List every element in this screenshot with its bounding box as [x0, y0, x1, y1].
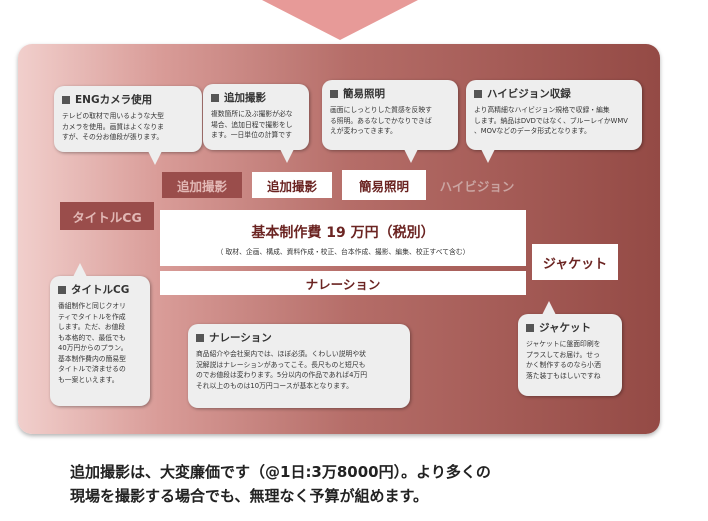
footer-line-1: 追加撮影は、大変廉価です（@1日:3万8000円）。より多くの: [70, 463, 491, 481]
tag-additional-shooting: 追加撮影: [252, 172, 332, 198]
bubble-title: ナレーション: [209, 332, 272, 344]
top-arrow: [262, 0, 418, 40]
narration-bar: ナレーション: [160, 271, 526, 295]
bubble-tail: [481, 149, 495, 163]
bubble-title-cg: タイトルCG 番組制作と同じクオリ ティでタイトルを作成 します。ただ、お値段 …: [50, 276, 150, 406]
tag-title-cg: タイトルCG: [60, 202, 154, 230]
bubble-title: タイトルCG: [71, 284, 130, 296]
bubble-title: ENGカメラ使用: [75, 94, 153, 106]
tag-hivision: ハイビジョン: [439, 178, 515, 194]
bubble-tail: [73, 263, 87, 277]
bubble-simple-lighting: 簡易照明 画面にしっとりした質感を反映す る照明。あるなしでかなりできば えが変…: [322, 80, 458, 150]
bubble-title: 簡易照明: [343, 88, 385, 100]
square-bullet-icon: [526, 323, 534, 332]
footer-line-2: 現場を撮影する場合でも、無理なく予算が組めます。: [70, 487, 429, 505]
options-panel: ENGカメラ使用 テレビの取材で用いるような大型 カメラを使用。画質はよくなりま…: [18, 44, 660, 434]
square-bullet-icon: [196, 333, 204, 342]
bubble-desc: 商品紹介や会社案内では、ほぼ必須。くわしい説明や状 況解説はナレーションがあって…: [196, 350, 368, 390]
square-bullet-icon: [211, 93, 219, 102]
bubble-desc: ジャケットに盤面印刷を プラスしてお届け。せっ かく制作するのなら小洒 落た装丁…: [526, 340, 601, 380]
square-bullet-icon: [474, 89, 482, 98]
bubble-title: ジャケット: [539, 322, 591, 334]
bubble-eng-camera: ENGカメラ使用 テレビの取材で用いるような大型 カメラを使用。画質はよくなりま…: [54, 86, 202, 152]
base-price-title: 基本制作費 19 万円（税別）: [251, 225, 435, 241]
bubble-jacket: ジャケット ジャケットに盤面印刷を プラスしてお届け。せっ かく制作するのなら小…: [518, 314, 622, 396]
bubble-hivision: ハイビジョン収録 より高精細なハイビジョン規格で収録・編集 します。納品はDVD…: [466, 80, 642, 150]
bubble-desc: 番組制作と同じクオリ ティでタイトルを作成 します。ただ、お値段 も本格的で、最…: [58, 302, 128, 384]
bubble-tail: [542, 301, 556, 315]
square-bullet-icon: [58, 285, 66, 294]
bubble-title: ハイビジョン収録: [487, 88, 571, 100]
bubble-additional-shooting: 追加撮影 複数箇所に及ぶ撮影が必な 場合、追加日程で撮影をし ます。一日単位の計…: [203, 84, 309, 150]
bubble-tail: [404, 149, 418, 163]
base-price-includes: （ 取材、企画、構成、資料作成・校正、台本作成、撮影、編集、校正すべて含む）: [216, 248, 470, 256]
bubble-tail: [148, 151, 162, 165]
bubble-desc: 画面にしっとりした質感を反映す る照明。あるなしでかなりできば えが変わってきま…: [330, 106, 432, 135]
bubble-narration: ナレーション 商品紹介や会社案内では、ほぼ必須。くわしい説明や状 況解説はナレー…: [188, 324, 410, 408]
square-bullet-icon: [62, 95, 70, 104]
bubble-desc: 複数箇所に及ぶ撮影が必な 場合、追加日程で撮影をし ます。一日単位の計算です: [211, 110, 293, 139]
base-price-box: 基本制作費 19 万円（税別） （ 取材、企画、構成、資料作成・校正、台本作成、…: [160, 210, 526, 266]
tag-additional-shooting-dim: 追加撮影: [162, 172, 242, 198]
bubble-desc: より高精細なハイビジョン規格で収録・編集 します。納品はDVDではなく、ブルーレ…: [474, 106, 628, 135]
tag-jacket: ジャケット: [532, 244, 618, 280]
tag-simple-lighting: 簡易照明: [342, 170, 426, 200]
bubble-tail: [280, 149, 294, 163]
square-bullet-icon: [330, 89, 338, 98]
footer-note: 追加撮影は、大変廉価です（@1日:3万8000円）。より多くの 現場を撮影する場…: [70, 460, 491, 508]
bubble-desc: テレビの取材で用いるような大型 カメラを使用。画質はよくなりま すが、その分お値…: [62, 112, 164, 141]
bubble-title: 追加撮影: [224, 92, 266, 104]
